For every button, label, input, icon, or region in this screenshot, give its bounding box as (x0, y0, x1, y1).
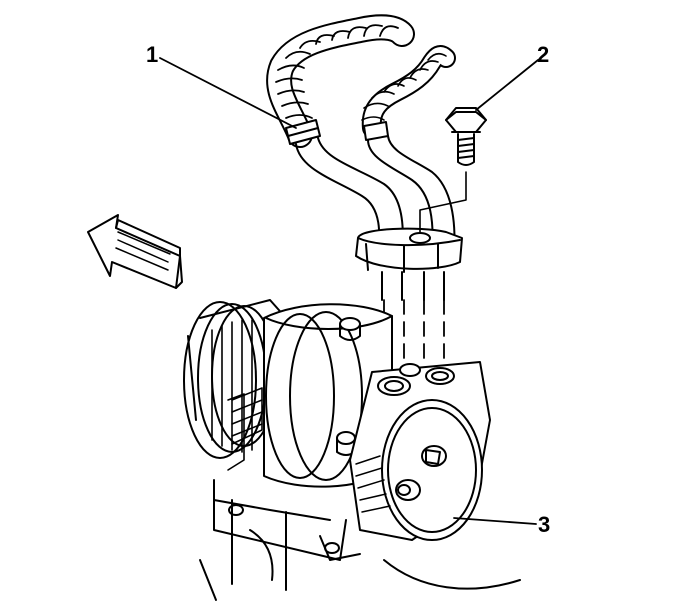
callout-1: 1 (146, 42, 159, 67)
compressor-bracket (199, 479, 521, 601)
callout-3: 3 (538, 512, 551, 537)
front-direction-arrow-icon (87, 214, 183, 289)
callout-2: 2 (537, 42, 550, 67)
refrigerant-hose-left (266, 14, 415, 253)
ac-compressor (183, 299, 491, 541)
refrigerant-hose-right (361, 45, 456, 253)
manifold-bolt (419, 107, 487, 233)
hose-manifold-block (355, 227, 463, 301)
callout-leaders (159, 57, 539, 525)
